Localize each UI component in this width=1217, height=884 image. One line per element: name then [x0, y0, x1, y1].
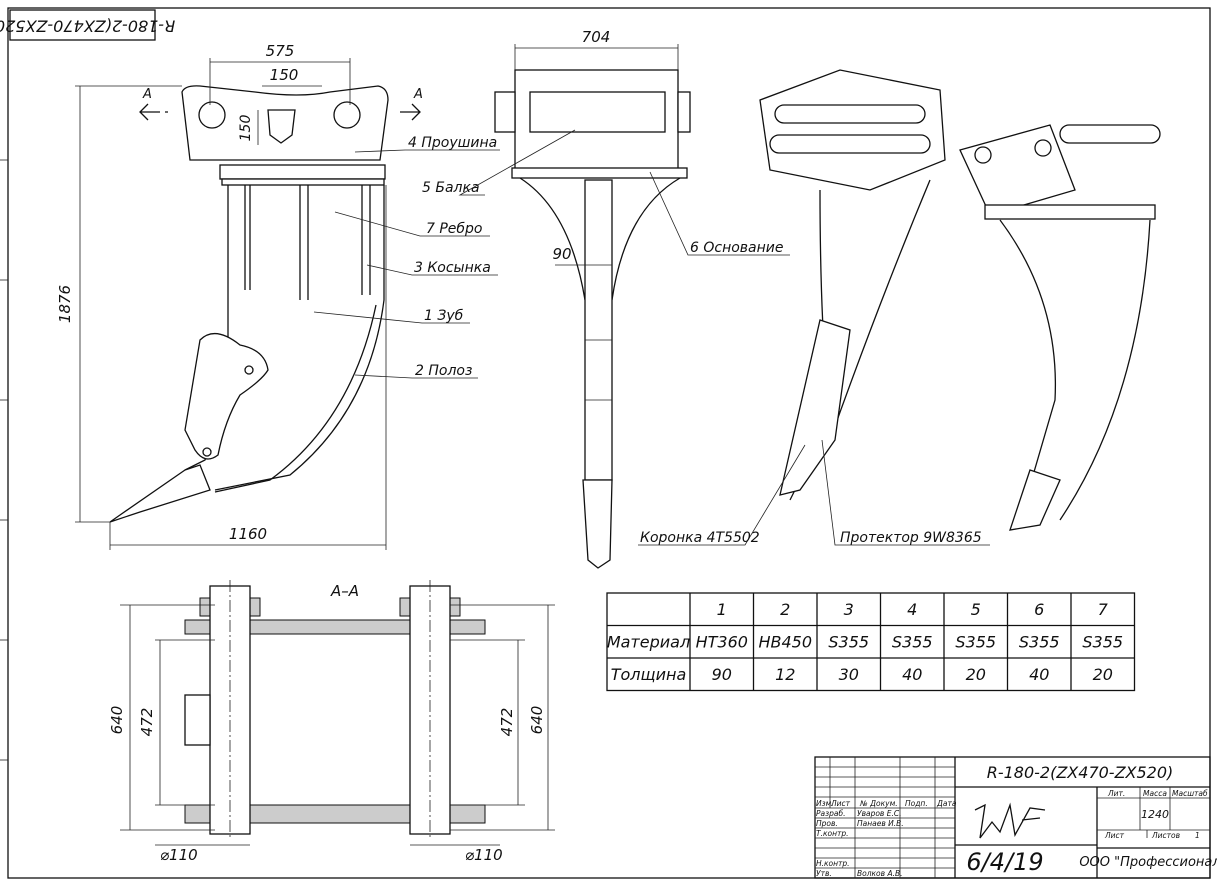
- dim-704: 704: [582, 28, 611, 46]
- dim-472-right: 472: [498, 708, 516, 737]
- dim-pin-right: ⌀110: [465, 846, 503, 864]
- tb-role-dev: Разраб.: [816, 809, 845, 818]
- callout-protector: Протектор 9W8365: [840, 530, 982, 546]
- tb-name-check: Панаев И.В.: [857, 819, 904, 828]
- tb-company: ООО "Профессионал": [1079, 855, 1217, 870]
- front-view-dimensions: 575 150 150 1876 1160 A A: [56, 42, 423, 550]
- tooth-back-edge: [214, 185, 385, 491]
- dim-90: 90: [552, 245, 571, 263]
- dim-150: 150: [270, 66, 299, 84]
- table-border: [606, 592, 1136, 692]
- table-cell: S355: [892, 633, 933, 652]
- isometric-view-1: [759, 69, 946, 501]
- table-cell: 90: [712, 665, 732, 684]
- tb-date: 6/4/19: [966, 848, 1043, 876]
- callout-4: 4 Проушина: [408, 135, 497, 151]
- table-column-header: 7: [1098, 600, 1109, 619]
- table-cell: HT360: [696, 633, 748, 652]
- tb-hdr-sign: Подп.: [905, 799, 928, 808]
- side-crown: [582, 479, 613, 569]
- callout-1: 1 Зуб: [424, 308, 464, 324]
- tb-role-check: Пров.: [816, 819, 838, 828]
- logo-shield: [267, 109, 296, 144]
- rotated-stamp-text: R-180-2(ZX470-ZX520): [0, 17, 175, 36]
- tb-role-ncontrol: Н.контр.: [816, 859, 850, 868]
- table-row-label: Толщина: [611, 665, 687, 684]
- front-view: [109, 85, 389, 523]
- table-cell: S355: [828, 633, 869, 652]
- dim-150-vertical: 150: [238, 115, 254, 142]
- isometric-view-2: [959, 124, 1161, 531]
- table-cell: 12: [775, 665, 795, 684]
- table-cell: S355: [1082, 633, 1123, 652]
- tb-designation: R-180-2(ZX470-ZX520): [987, 763, 1174, 782]
- tb-scale-label: Масштаб: [1172, 789, 1208, 798]
- tb-mass: 1240: [1141, 808, 1169, 821]
- table-cell: S355: [1019, 633, 1060, 652]
- tb-mass-label: Масса: [1143, 789, 1167, 798]
- signature: [974, 802, 1046, 839]
- dim-1160: 1160: [229, 525, 267, 543]
- dim-640-left: 640: [108, 706, 126, 735]
- title-block: R-180-2(ZX470-ZX520) Изм. Лист № Докум. …: [814, 756, 1217, 879]
- section-arrow-right: [400, 103, 421, 121]
- table-column-header: 5: [971, 600, 981, 619]
- table-cell: S355: [955, 633, 996, 652]
- section-view: A–A 640 472 640 472 ⌀110 ⌀110: [108, 580, 555, 864]
- table-column-header: 6: [1034, 600, 1044, 619]
- section-title: A–A: [330, 582, 359, 600]
- pin-hole: [333, 101, 361, 129]
- section-arrow-left: [139, 103, 168, 121]
- dim-pin-left: ⌀110: [160, 846, 198, 864]
- tb-hdr-change: Изм.: [816, 799, 834, 808]
- tb-hdr-doc: № Докум.: [859, 799, 898, 808]
- tb-lit: Лит.: [1107, 789, 1125, 798]
- tb-hdr-sheet: Лист: [830, 799, 851, 808]
- table-cell: 20: [1093, 665, 1113, 684]
- tb-hdr-date: Дата: [936, 799, 957, 808]
- dim-1876: 1876: [56, 285, 74, 323]
- tb-sheets: 1: [1195, 831, 1200, 840]
- tb-sheet-label: Лист: [1104, 831, 1125, 840]
- tb-name-approve: Волков А.В.: [857, 869, 903, 878]
- callouts: 4 Проушина 5 Балка 7 Ребро 3 Косынка 1 З…: [313, 129, 990, 546]
- table-column-header: 3: [844, 600, 854, 619]
- table-column-header: 1: [717, 600, 727, 619]
- dim-472-left: 472: [138, 708, 156, 737]
- tb-name-dev: Уваров Е.С.: [857, 809, 901, 818]
- section-mark-left: A: [142, 87, 152, 102]
- crown: [109, 464, 211, 523]
- side-view: 704 90: [494, 28, 691, 569]
- beam: [219, 164, 386, 180]
- protector: [184, 333, 269, 460]
- left-margin-ticks: [0, 159, 8, 761]
- dim-640-right: 640: [528, 706, 546, 735]
- section-mark-right: A: [413, 87, 423, 102]
- callout-6: 6 Основание: [690, 240, 784, 256]
- table-cell: 40: [902, 665, 922, 684]
- table-cell: 20: [966, 665, 986, 684]
- runner: [214, 304, 377, 493]
- table-column-header: 4: [907, 600, 917, 619]
- table-column-header: 2: [780, 600, 790, 619]
- table-row-label: Материал: [607, 633, 690, 652]
- tb-role-tcontrol: Т.контр.: [816, 829, 849, 838]
- table-cell: 40: [1029, 665, 1049, 684]
- callout-7: 7 Ребро: [426, 221, 483, 237]
- callout-crown: Коронка 4T5502: [640, 530, 760, 546]
- callout-2: 2 Полоз: [415, 363, 472, 379]
- callout-5: 5 Балка: [422, 180, 480, 196]
- dim-575: 575: [266, 42, 295, 60]
- pin-hole: [198, 101, 226, 129]
- tb-sheets-label: Листов: [1151, 831, 1180, 840]
- rotated-stamp-box: [9, 9, 156, 41]
- table-cell: 30: [839, 665, 859, 684]
- tb-role-approve: Утв.: [816, 869, 832, 878]
- drawing-frame: [7, 7, 1211, 879]
- table-cell: HB450: [758, 633, 812, 652]
- callout-3: 3 Косынка: [414, 260, 491, 276]
